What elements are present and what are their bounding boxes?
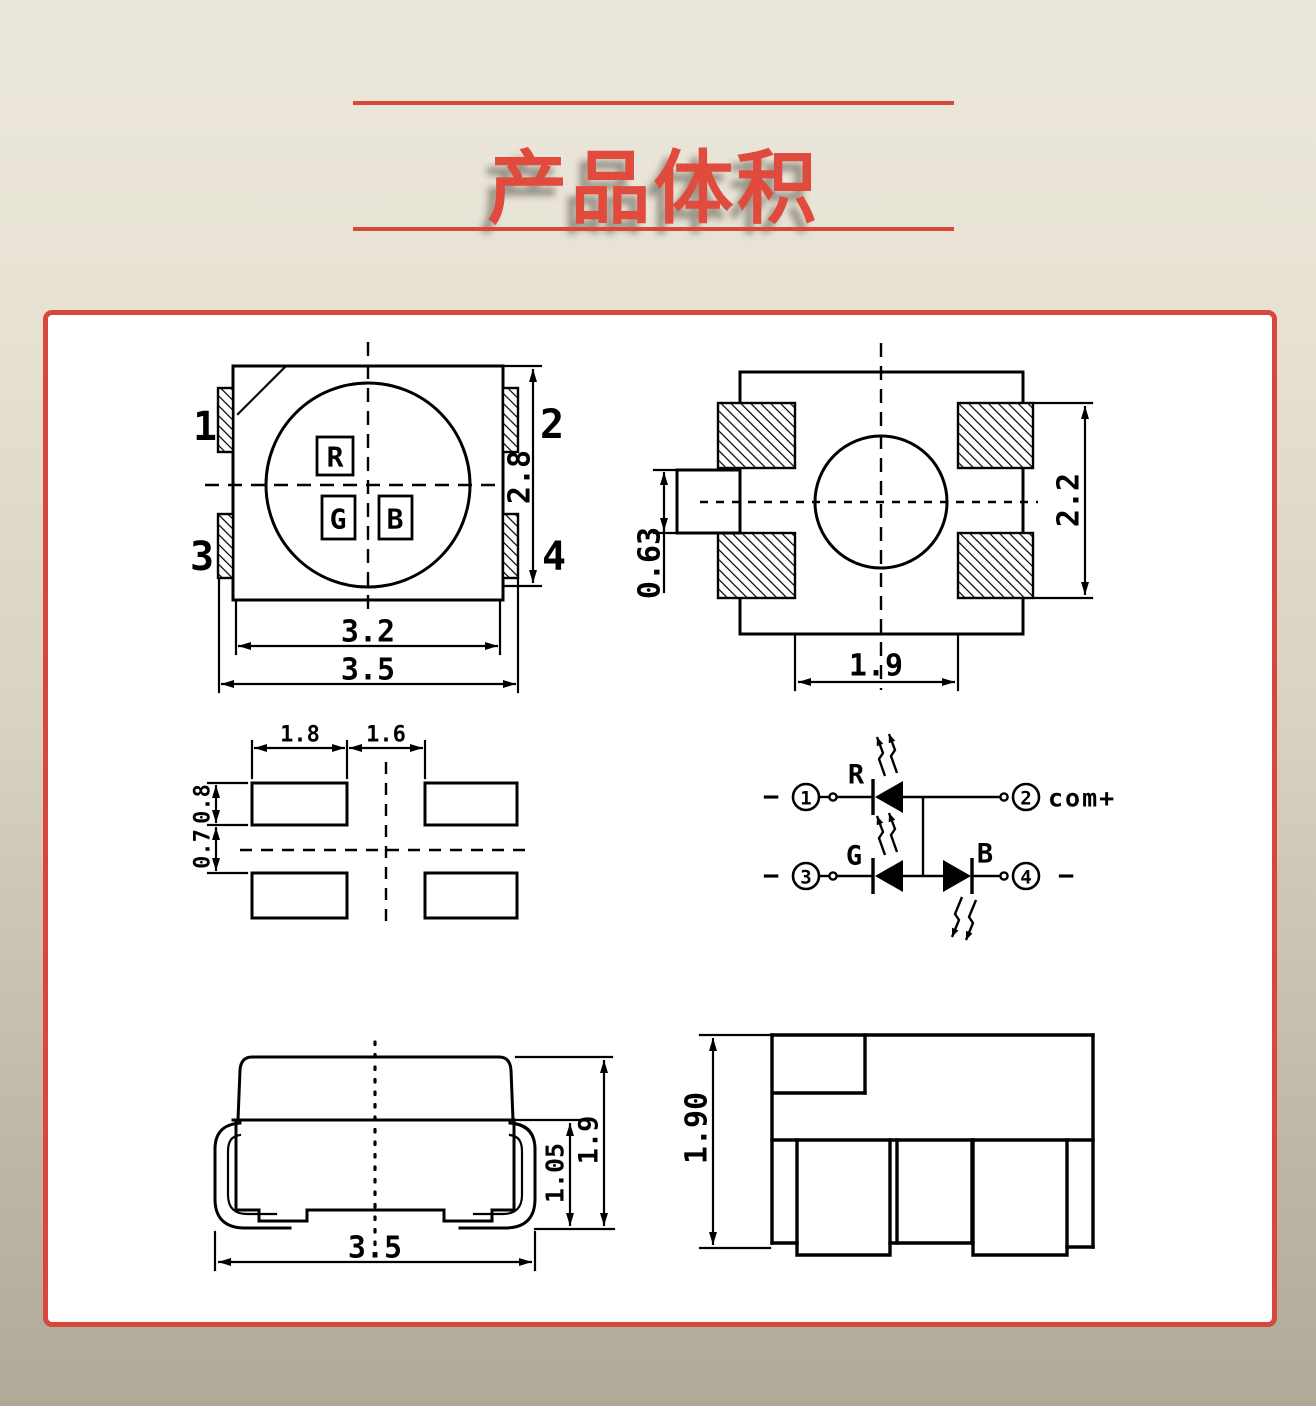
dim-pad-pitch-1-9: 1.9 [793, 634, 960, 692]
dim-pad-gap-1-6: 1.6 [349, 723, 427, 780]
chip-g-label: G [330, 503, 347, 536]
figure-circuit-diagram: − 1 R 2 com+ − 3 [763, 733, 1116, 941]
dim-inner-width-3-2: 3.2 [234, 599, 502, 656]
dim-row-offset-value: 0.7 [191, 829, 216, 869]
page-title: 产品体积 [487, 144, 820, 233]
land-pads [250, 781, 519, 920]
chip-g: G [320, 494, 357, 541]
pin-3-label: 3 [190, 534, 214, 580]
dim-width-3-5: 3.5 [213, 1231, 537, 1272]
chip-r: R [315, 435, 355, 477]
pin-1-label: 1 [193, 404, 217, 450]
dim-lead-height-1-05: 1.05 [541, 1123, 574, 1226]
dim-pad-span-value: 2.2 [1052, 473, 1087, 527]
left-lead [213, 1121, 292, 1230]
light-arrow [875, 736, 887, 777]
pin-4-label: 4 [542, 534, 566, 580]
polarity-tab [675, 468, 742, 535]
chamfer-mark [236, 364, 288, 416]
dim-row-offset-0-7: 0.7 [191, 827, 249, 875]
figure-bottom-view: 0.63 2.2 1.9 [633, 343, 1094, 692]
pin-3-terminal: 3 [791, 861, 838, 891]
title-rule-bottom [353, 227, 954, 231]
figure-top-view: R G B 1 2 3 4 2.8 3.2 3.5 [190, 342, 566, 694]
dim-pad-span-2-2: 2.2 [1033, 401, 1094, 600]
dim-height-value: 1.90 [680, 1092, 715, 1164]
side-pads [216, 386, 520, 580]
dim-pad-pitch-value: 1.9 [849, 649, 903, 684]
dim-lead-height-value: 1.05 [541, 1143, 570, 1203]
bottom-leads [795, 1138, 1069, 1257]
led-g-label: G [846, 841, 862, 872]
figure-front-view: 1.90 [680, 1033, 1095, 1257]
dim-pad-gap-value: 1.6 [366, 723, 406, 748]
dim-mark-0-63: 0.63 [633, 468, 677, 599]
pin-4-minus-sign: − [1058, 861, 1074, 892]
light-arrow [887, 733, 899, 774]
pin-4-terminal: 4 [999, 861, 1041, 891]
pin-1-terminal: 1 [791, 782, 838, 812]
light-arrow [950, 896, 964, 938]
corner-pads [716, 401, 1035, 600]
dim-mark-value: 0.63 [633, 527, 668, 599]
pin-3-number: 3 [800, 867, 811, 889]
dim-height-value: 2.8 [503, 450, 538, 504]
dim-height-2-8: 2.8 [501, 364, 543, 588]
pin-2-terminal: 2 [999, 782, 1041, 812]
title-rule-top [353, 101, 954, 105]
figure-pad-layout: 1.8 1.6 0.8 0.7 [191, 723, 527, 930]
dim-height-1-90: 1.90 [680, 1033, 772, 1250]
chip-b: B [377, 494, 414, 541]
dim-pad-width-value: 1.8 [280, 723, 320, 748]
dim-pad-width-1-8: 1.8 [250, 723, 349, 780]
pin-2-label: 2 [540, 402, 564, 448]
body-outline [770, 1033, 1095, 1249]
common-anode-label: com+ [1048, 784, 1116, 813]
led-r [871, 733, 903, 815]
figure-side-view: 3.5 1.05 1.9 [213, 1040, 616, 1272]
light-arrow [887, 812, 899, 853]
centerlines [700, 343, 1038, 690]
dim-pad-height-0-8: 0.8 [191, 781, 249, 827]
led-b [943, 858, 978, 941]
dim-width-value: 3.5 [348, 1231, 402, 1266]
dim-pad-height-value: 0.8 [191, 784, 216, 824]
dim-inner-width-value: 3.2 [341, 615, 395, 650]
led-r-label: R [848, 760, 865, 791]
pin-1-minus-sign: − [763, 782, 779, 813]
dim-height-1-9: 1.9 [514, 1055, 614, 1226]
dim-outer-width-3-5: 3.5 [217, 578, 520, 694]
led-b-label: B [977, 839, 993, 870]
pin-4-number: 4 [1020, 867, 1031, 889]
dim-outer-width-value: 3.5 [341, 653, 395, 688]
light-arrow [964, 899, 978, 941]
light-arrow [875, 815, 887, 856]
pin-2-number: 2 [1020, 788, 1031, 810]
centerlines [205, 342, 503, 617]
chip-b-label: B [387, 503, 404, 536]
chip-r-label: R [327, 441, 344, 474]
right-lead [458, 1121, 537, 1230]
pin-3-minus-sign: − [763, 861, 779, 892]
led-g [871, 812, 903, 894]
centerlines [240, 762, 527, 930]
dim-height-value: 1.9 [574, 1116, 605, 1165]
pin-1-number: 1 [800, 788, 811, 810]
